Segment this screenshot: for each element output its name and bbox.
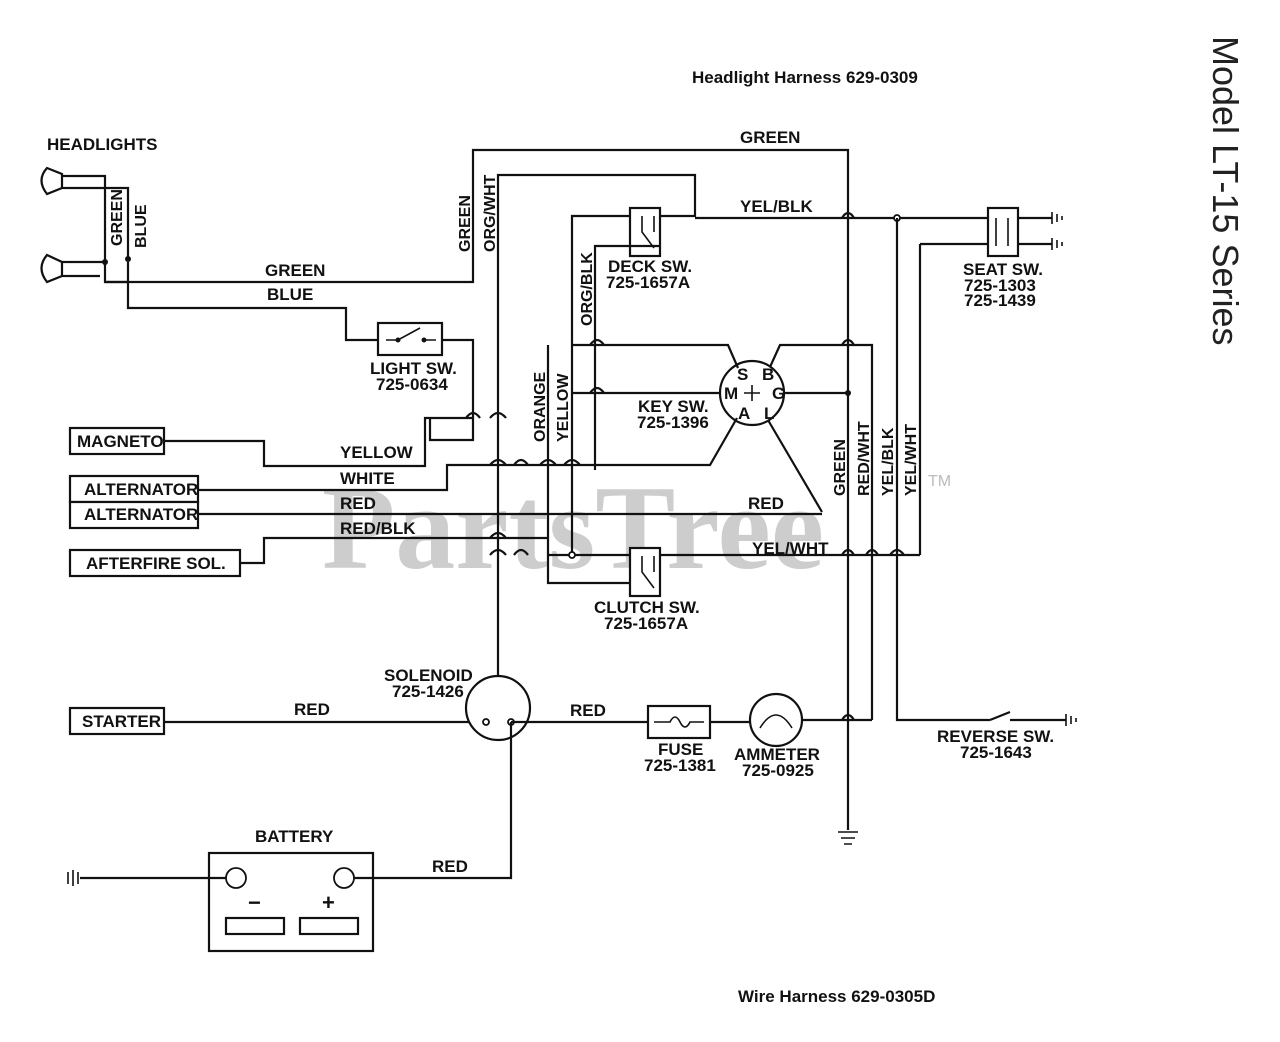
wire-label-blue-main: BLUE bbox=[267, 285, 313, 304]
alternator1-label: ALTERNATOR bbox=[84, 480, 198, 499]
reverse-switch: REVERSE SW. 725-1643 bbox=[937, 710, 1077, 762]
clutch-switch-part: 725-1657A bbox=[604, 614, 688, 633]
wire-label-red-battery: RED bbox=[432, 857, 468, 876]
solenoid: SOLENOID 725-1426 bbox=[384, 666, 532, 742]
wire-label-white: WHITE bbox=[340, 469, 395, 488]
ammeter: AMMETER 725-0925 bbox=[734, 692, 820, 780]
wire-label-green-top: GREEN bbox=[740, 128, 800, 147]
wire-green-main bbox=[105, 148, 850, 830]
wire-label-green-right: GREEN bbox=[832, 439, 849, 496]
key-terminal-b: B bbox=[762, 365, 774, 384]
key-terminal-l: L bbox=[764, 404, 774, 423]
starter-label: STARTER bbox=[82, 712, 161, 731]
model-title: Model LT-15 Series bbox=[1205, 36, 1246, 345]
deck-switch-part: 725-1657A bbox=[606, 273, 690, 292]
wire-label-green-main: GREEN bbox=[265, 261, 325, 280]
ground-icon bbox=[838, 831, 858, 845]
afterfire-connector: AFTERFIRE SOL. bbox=[68, 548, 242, 578]
fuse-part: 725-1381 bbox=[644, 756, 716, 775]
battery-ground-icon bbox=[67, 870, 79, 886]
magneto-connector: MAGNETO bbox=[68, 426, 166, 456]
key-terminal-a: A bbox=[738, 404, 750, 423]
watermark-tm: TM bbox=[928, 473, 951, 490]
light-switch: LIGHT SW. 725-0634 bbox=[370, 321, 457, 394]
wire-label-red-solenoid: RED bbox=[570, 701, 606, 720]
seat-switch-part2: 725-1439 bbox=[964, 291, 1036, 310]
clutch-switch: CLUTCH SW. 725-1657A bbox=[594, 546, 700, 633]
ammeter-part: 725-0925 bbox=[742, 761, 814, 780]
afterfire-label: AFTERFIRE SOL. bbox=[86, 554, 226, 573]
headlight-lower-icon bbox=[40, 253, 64, 284]
solenoid-name: SOLENOID bbox=[384, 666, 473, 685]
seat-switch-part1: 725-1303 bbox=[964, 276, 1036, 295]
key-switch-part: 725-1396 bbox=[637, 413, 709, 432]
wire-label-org-blk: ORG/BLK bbox=[579, 252, 596, 326]
key-terminal-m: M bbox=[724, 384, 738, 403]
wire-label-green-vert: GREEN bbox=[457, 195, 474, 252]
headlights-label: HEADLIGHTS bbox=[47, 135, 158, 154]
wire-crossovers bbox=[465, 211, 905, 721]
deck-switch: DECK SW. 725-1657A bbox=[606, 206, 692, 292]
wire-blue-main bbox=[126, 282, 378, 342]
reverse-switch-part: 725-1643 bbox=[960, 743, 1032, 762]
ammeter-name: AMMETER bbox=[734, 745, 820, 764]
battery-name: BATTERY bbox=[255, 827, 334, 846]
deck-switch-name: DECK SW. bbox=[608, 257, 692, 276]
wire-label-red-alt: RED bbox=[340, 494, 376, 513]
alternator-connector-1: ALTERNATOR bbox=[68, 474, 200, 504]
starter-connector: STARTER bbox=[68, 706, 166, 736]
headlights: HEADLIGHTS GREEN BLUE bbox=[40, 135, 158, 284]
battery: BATTERY − + bbox=[207, 827, 375, 953]
wire-label-green-hl: GREEN bbox=[109, 189, 126, 246]
light-switch-part: 725-0634 bbox=[376, 375, 448, 394]
alternator-connector-2: ALTERNATOR bbox=[68, 500, 200, 530]
seat-switch: SEAT SW. 725-1303 725-1439 bbox=[920, 206, 1063, 310]
wire-label-yel-wht-h: YEL/WHT bbox=[752, 539, 829, 558]
wire-label-yel-blk-right: YEL/BLK bbox=[880, 427, 897, 496]
wire-label-red-wht: RED/WHT bbox=[856, 421, 873, 496]
wire-label-orange: ORANGE bbox=[532, 371, 549, 442]
reverse-switch-name: REVERSE SW. bbox=[937, 727, 1054, 746]
wire-label-yel-wht-right: YEL/WHT bbox=[903, 424, 920, 496]
wire-label-red-blk: RED/BLK bbox=[340, 519, 416, 538]
key-terminal-s: S bbox=[737, 365, 748, 384]
fuse-name: FUSE bbox=[658, 740, 703, 759]
clutch-switch-name: CLUTCH SW. bbox=[594, 598, 700, 617]
wire-label-red-key: RED bbox=[748, 494, 784, 513]
light-switch-name: LIGHT SW. bbox=[370, 359, 457, 378]
headlight-harness-title: Headlight Harness 629-0309 bbox=[692, 68, 918, 87]
magneto-label: MAGNETO bbox=[77, 432, 164, 451]
battery-minus: − bbox=[248, 890, 261, 915]
alternator2-label: ALTERNATOR bbox=[84, 505, 198, 524]
key-switch: S B M G A L KEY SW. 725-1396 bbox=[637, 359, 785, 432]
wire-org-wht bbox=[496, 173, 697, 690]
wire-label-blue-hl: BLUE bbox=[133, 204, 150, 248]
wire-harness-title: Wire Harness 629-0305D bbox=[738, 987, 935, 1006]
wire-label-yellow: YELLOW bbox=[340, 443, 414, 462]
headlight-upper-icon bbox=[40, 166, 64, 196]
wire-label-red-starter: RED bbox=[294, 700, 330, 719]
fuse: FUSE 725-1381 bbox=[644, 704, 716, 775]
wire-label-yel-blk-top: YEL/BLK bbox=[740, 197, 813, 216]
key-terminal-g: G bbox=[772, 384, 785, 403]
solenoid-part: 725-1426 bbox=[392, 682, 464, 701]
wire-label-yellow-vert: YELLOW bbox=[555, 373, 572, 442]
battery-plus: + bbox=[322, 890, 335, 915]
wire-label-org-wht: ORG/WHT bbox=[482, 174, 499, 252]
seat-switch-name: SEAT SW. bbox=[963, 260, 1043, 279]
key-switch-name: KEY SW. bbox=[638, 397, 709, 416]
